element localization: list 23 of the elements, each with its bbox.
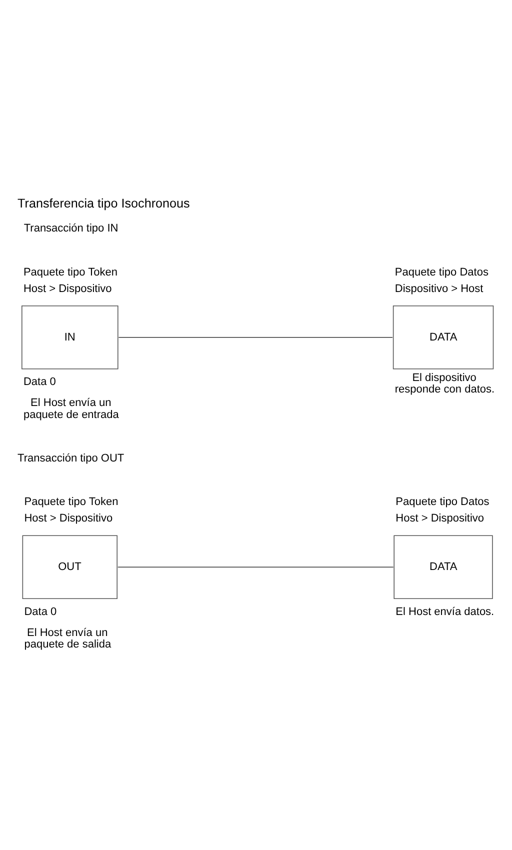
node-label: El Host envía un paquete de entrada [23, 396, 119, 420]
node-label: El Host envía un paquete de salida [24, 626, 112, 650]
connector [118, 566, 394, 568]
node-label: Host > Dispositivo [396, 512, 484, 524]
diagram-title: Transferencia tipo Isochronous [18, 196, 190, 210]
label: Transacción tipo OUT [18, 452, 124, 464]
node-label: Data 0 [23, 376, 56, 388]
node-label: El dispositivo responde con datos. [394, 371, 495, 396]
node-label: Paquete tipo Datos [396, 496, 490, 508]
label: Transacción tipo IN [24, 222, 118, 234]
node-label: El Host envía datos. [396, 605, 494, 618]
node-box: DATA [394, 534, 493, 599]
node-label: Host > Dispositivo [23, 282, 112, 294]
node-label: Dispositivo > Host [394, 282, 484, 294]
node-label: Data 0 [24, 605, 57, 618]
node-box: DATA [392, 305, 494, 369]
node-label: Paquete tipo Datos [394, 266, 488, 278]
node-label: Host > Dispositivo [24, 512, 113, 524]
node-label: Paquete tipo Token [23, 266, 118, 278]
node-box: OUT [22, 534, 118, 599]
node-box: IN [22, 305, 118, 369]
node-label: Paquete tipo Token [24, 496, 118, 508]
connector [118, 336, 393, 338]
